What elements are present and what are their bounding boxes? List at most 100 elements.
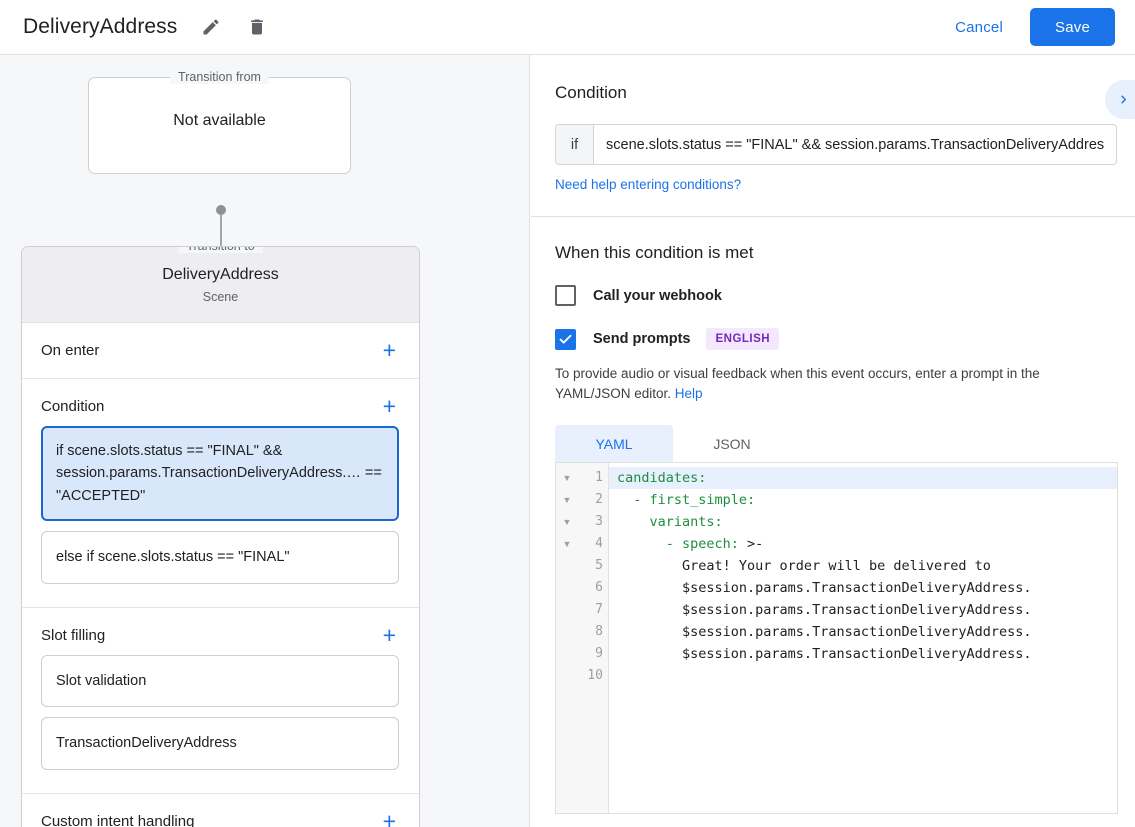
editor-format-tabs: YAML JSON — [555, 425, 1115, 463]
yaml-key-token: candidates: — [617, 470, 707, 487]
yaml-value-token — [617, 668, 625, 684]
transition-from-value: Not available — [173, 112, 266, 129]
page-title: DeliveryAddress — [23, 15, 178, 38]
scene-subtitle: Scene — [202, 290, 239, 304]
tab-json[interactable]: JSON — [713, 435, 751, 452]
fold-arrow-icon — [556, 621, 578, 643]
code-line: $session.params.TransactionDeliveryAddre… — [617, 599, 1117, 621]
fold-arrow-icon — [556, 643, 578, 665]
webhook-row[interactable]: Call your webhook — [555, 285, 1115, 306]
line-number: 1 — [595, 470, 603, 486]
condition-heading: Condition — [555, 83, 627, 102]
section-title-slot-filling: Slot filling — [41, 626, 106, 644]
right-details-panel: Condition if Need help entering conditio… — [531, 55, 1135, 827]
slot-validation-item[interactable]: Slot validation — [41, 654, 399, 708]
scene-header[interactable]: DeliveryAddress Scene — [22, 247, 419, 323]
code-line — [617, 665, 1117, 687]
send-prompts-label: Send prompts — [593, 331, 691, 347]
section-title-condition: Condition — [41, 398, 105, 415]
editor-code-area[interactable]: candidates: - first_simple: variants: - … — [609, 463, 1117, 813]
scene-name: DeliveryAddress — [162, 266, 279, 283]
pencil-icon[interactable] — [199, 15, 223, 39]
add-on-enter-button[interactable]: + — [382, 337, 396, 363]
condition-item-selected[interactable]: if scene.slots.status == "FINAL" && sess… — [41, 426, 399, 522]
topbar-actions: Cancel Save — [941, 8, 1115, 46]
condition-help-link[interactable]: Need help entering conditions? — [555, 177, 742, 192]
line-number: 2 — [595, 492, 603, 508]
line-number: 3 — [595, 514, 603, 530]
prompt-description: To provide audio or visual feedback when… — [555, 364, 1115, 403]
code-line: - speech: >- — [617, 533, 1117, 555]
top-app-bar: DeliveryAddress Cancel Save — [0, 0, 1135, 55]
when-met-heading: When this condition is met — [555, 243, 754, 262]
code-line: $session.params.TransactionDeliveryAddre… — [617, 621, 1117, 643]
when-condition-met-section: When this condition is met Call your web… — [531, 217, 1135, 815]
section-header-condition: Condition + — [22, 379, 419, 426]
section-title-on-enter: On enter — [41, 342, 100, 359]
save-button[interactable]: Save — [1030, 8, 1115, 46]
transition-from-legend: Transition from — [170, 70, 269, 84]
code-line: variants: — [617, 511, 1117, 533]
condition-input[interactable] — [594, 125, 1116, 164]
call-webhook-label: Call your webhook — [593, 287, 722, 304]
yaml-key-token: - first_simple: — [617, 492, 756, 509]
line-number: 9 — [595, 646, 603, 662]
transition-to-legend: Transition to — [178, 246, 263, 253]
prompt-help-link[interactable]: Help — [674, 385, 703, 401]
fold-arrow-icon — [556, 577, 578, 599]
condition-if-prefix: if — [556, 125, 594, 164]
line-number: 8 — [595, 624, 603, 640]
prompt-description-text: To provide audio or visual feedback when… — [555, 366, 1040, 401]
add-condition-button[interactable]: + — [382, 393, 396, 419]
yaml-value-token: Great! Your order will be delivered to — [617, 558, 991, 575]
left-flow-panel: Transition from Not available Transition… — [0, 55, 530, 827]
code-line: candidates: — [609, 467, 1117, 490]
line-number: 6 — [595, 580, 603, 596]
fold-arrow-icon[interactable]: ▼ — [562, 473, 572, 484]
yaml-value-token: $session.params.TransactionDeliveryAddre… — [617, 602, 1032, 619]
yaml-value-token: $session.params.TransactionDeliveryAddre… — [617, 624, 1032, 641]
code-line: $session.params.TransactionDeliveryAddre… — [617, 577, 1117, 599]
condition-item-else-if[interactable]: else if scene.slots.status == "FINAL" — [41, 531, 399, 584]
yaml-key-token: - speech: — [617, 536, 739, 553]
condition-input-group: if — [555, 124, 1117, 165]
fold-arrow-icon — [556, 665, 578, 687]
line-number: 4 — [595, 536, 603, 552]
send-prompts-row[interactable]: Send prompts ENGLISH — [555, 328, 1115, 350]
code-line: $session.params.TransactionDeliveryAddre… — [617, 643, 1117, 665]
call-webhook-checkbox[interactable] — [555, 285, 576, 306]
yaml-value-token: $session.params.TransactionDeliveryAddre… — [617, 580, 1032, 597]
section-on-enter[interactable]: On enter + — [22, 323, 419, 379]
yaml-value-token: >- — [738, 536, 764, 553]
add-slot-filling-button[interactable]: + — [382, 621, 396, 648]
section-header-slot-filling: Slot filling + — [22, 608, 419, 655]
section-title-custom-intent-handling: Custom intent handling — [41, 812, 195, 827]
section-condition: Condition + if scene.slots.status == "FI… — [22, 379, 419, 608]
transition-from-card[interactable]: Transition from Not available — [88, 70, 351, 174]
line-number: 7 — [595, 602, 603, 618]
condition-section: Condition if Need help entering conditio… — [531, 55, 1135, 217]
line-number: 5 — [595, 558, 603, 574]
code-line: - first_simple: — [617, 489, 1117, 511]
slot-item-transaction-delivery-address[interactable]: TransactionDeliveryAddress — [41, 717, 399, 770]
editor-fold-gutter: ▼ ▼ ▼ ▼ — [556, 463, 578, 814]
language-badge: ENGLISH — [706, 328, 780, 350]
fold-arrow-icon — [556, 555, 578, 577]
add-custom-intent-button[interactable]: + — [382, 807, 396, 827]
fold-arrow-icon[interactable]: ▼ — [562, 517, 572, 528]
transition-to-scene-card: Transition to DeliveryAddress Scene On e… — [21, 246, 420, 827]
tab-yaml[interactable]: YAML — [555, 425, 673, 463]
fold-arrow-icon[interactable]: ▼ — [562, 495, 572, 506]
section-custom-intent-handling[interactable]: Custom intent handling + — [22, 794, 419, 827]
trash-icon[interactable] — [245, 15, 269, 39]
cancel-button[interactable]: Cancel — [941, 10, 1017, 45]
fold-arrow-icon — [556, 599, 578, 621]
yaml-key-token: variants: — [617, 514, 723, 531]
code-line: Great! Your order will be delivered to — [617, 555, 1117, 577]
fold-arrow-icon[interactable]: ▼ — [562, 539, 572, 550]
chevron-right-icon[interactable] — [1105, 80, 1135, 119]
send-prompts-checkbox[interactable] — [555, 328, 576, 350]
yaml-value-token: $session.params.TransactionDeliveryAddre… — [617, 646, 1032, 663]
